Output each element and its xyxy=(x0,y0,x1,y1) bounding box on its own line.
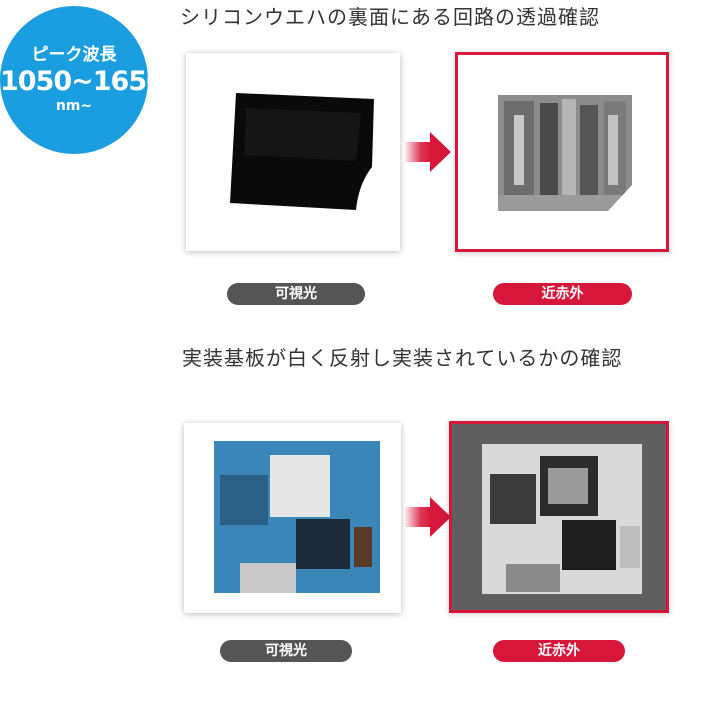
badge-unit: nm~ xyxy=(55,98,93,114)
arrow-right-icon xyxy=(405,497,451,537)
arrow-right-icon xyxy=(405,132,451,172)
wafer-nir-photo xyxy=(498,95,632,211)
near-infrared-label: 近赤外 xyxy=(493,640,625,662)
nir-wafer-image xyxy=(455,52,669,252)
section2-heading: 実装基板が白く反射し実装されているかの確認 xyxy=(182,346,623,370)
badge-range: 1050~1650 xyxy=(0,66,165,97)
section1-heading: シリコンウエハの裏面にある回路の透過確認 xyxy=(180,5,600,29)
visible-board-image xyxy=(184,423,401,613)
wafer-visible-photo xyxy=(230,93,374,210)
circuit-board-visible-photo xyxy=(214,441,380,593)
circuit-board-nir-photo xyxy=(452,424,666,610)
visible-light-label: 可視光 xyxy=(227,283,365,305)
badge-title: ピーク波長 xyxy=(31,45,117,65)
visible-wafer-image xyxy=(186,53,400,251)
near-infrared-label: 近赤外 xyxy=(493,283,632,305)
nir-board-image xyxy=(449,421,669,613)
wavelength-badge: ピーク波長 1050~1650 nm~ xyxy=(0,6,165,154)
visible-light-label: 可視光 xyxy=(220,640,352,662)
